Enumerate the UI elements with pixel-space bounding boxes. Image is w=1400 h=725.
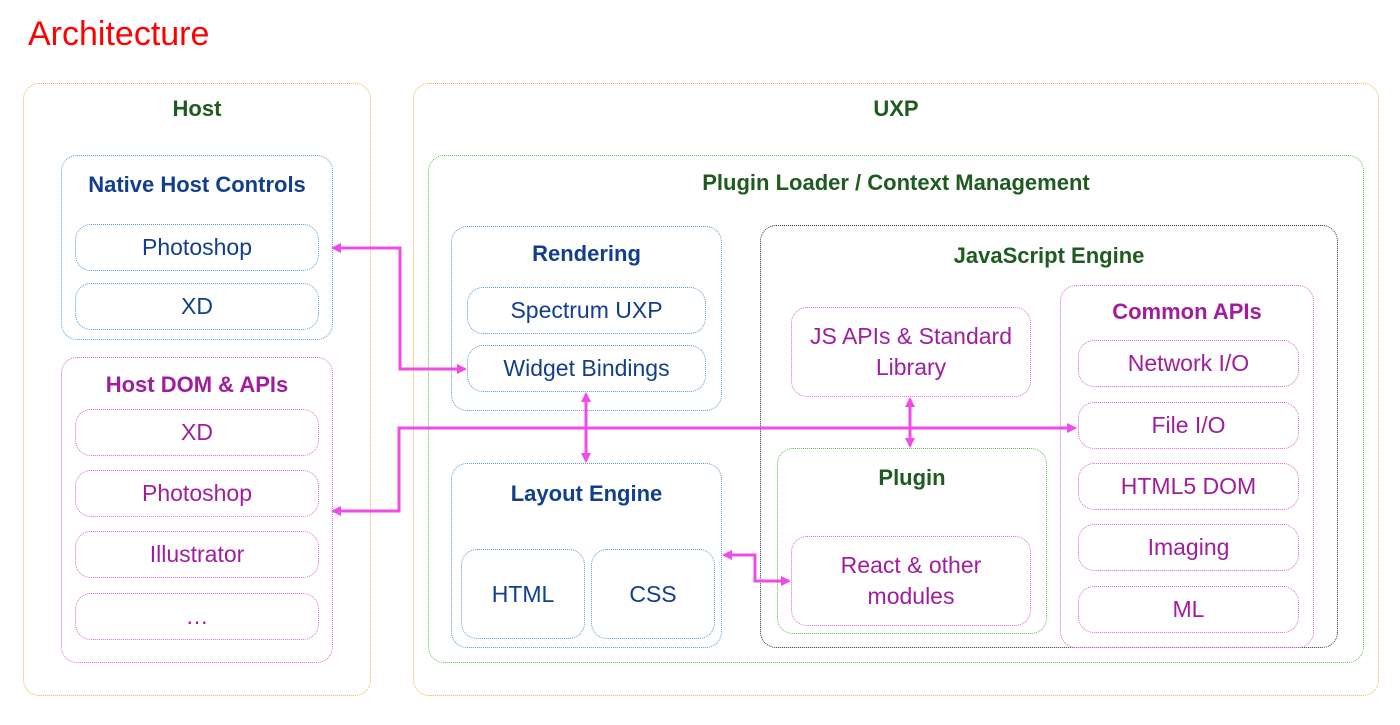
native-photoshop-item: Photoshop: [75, 224, 319, 271]
plugin-loader-heading: Plugin Loader / Context Management: [702, 170, 1090, 195]
host-container: Host: [23, 83, 371, 696]
dom-photoshop-item: Photoshop: [75, 470, 319, 517]
widget-bindings-item: Widget Bindings: [467, 345, 706, 392]
plugin-heading: Plugin: [878, 465, 946, 490]
common-apis-heading: Common APIs: [1112, 299, 1262, 324]
layout-engine-heading: Layout Engine: [510, 481, 663, 506]
native-host-controls: Native Host Controls: [61, 155, 333, 340]
css-item: CSS: [591, 549, 715, 639]
html5-dom-item: HTML5 DOM: [1078, 463, 1299, 510]
html-item: HTML: [461, 549, 585, 639]
javascript-engine: JavaScript Engine: [760, 225, 1338, 648]
js-apis-standard-library: JS APIs & Standard Library: [791, 307, 1031, 397]
host-dom-apis: Host DOM & APIs: [61, 357, 333, 663]
native-host-controls-heading: Native Host Controls: [88, 172, 306, 197]
dom-xd-item: XD: [75, 409, 319, 456]
host-heading: Host: [172, 96, 222, 121]
dom-illustrator-item: Illustrator: [75, 531, 319, 578]
rendering-heading: Rendering: [532, 241, 641, 266]
dom-more-item: …: [75, 593, 319, 640]
network-io-item: Network I/O: [1078, 340, 1299, 387]
page-title: Architecture: [28, 15, 210, 53]
file-io-item: File I/O: [1078, 402, 1299, 449]
spectrum-uxp-item: Spectrum UXP: [467, 287, 706, 334]
host-dom-apis-heading: Host DOM & APIs: [105, 372, 289, 397]
react-other-modules: React & other modules: [791, 536, 1031, 626]
imaging-item: Imaging: [1078, 524, 1299, 571]
uxp-heading: UXP: [873, 96, 919, 121]
uxp-container: UXP: [413, 83, 1379, 696]
plugin-loader: Plugin Loader / Context Management: [428, 155, 1364, 663]
native-xd-item: XD: [75, 283, 319, 330]
ml-item: ML: [1078, 586, 1299, 633]
javascript-engine-heading: JavaScript Engine: [953, 243, 1145, 268]
